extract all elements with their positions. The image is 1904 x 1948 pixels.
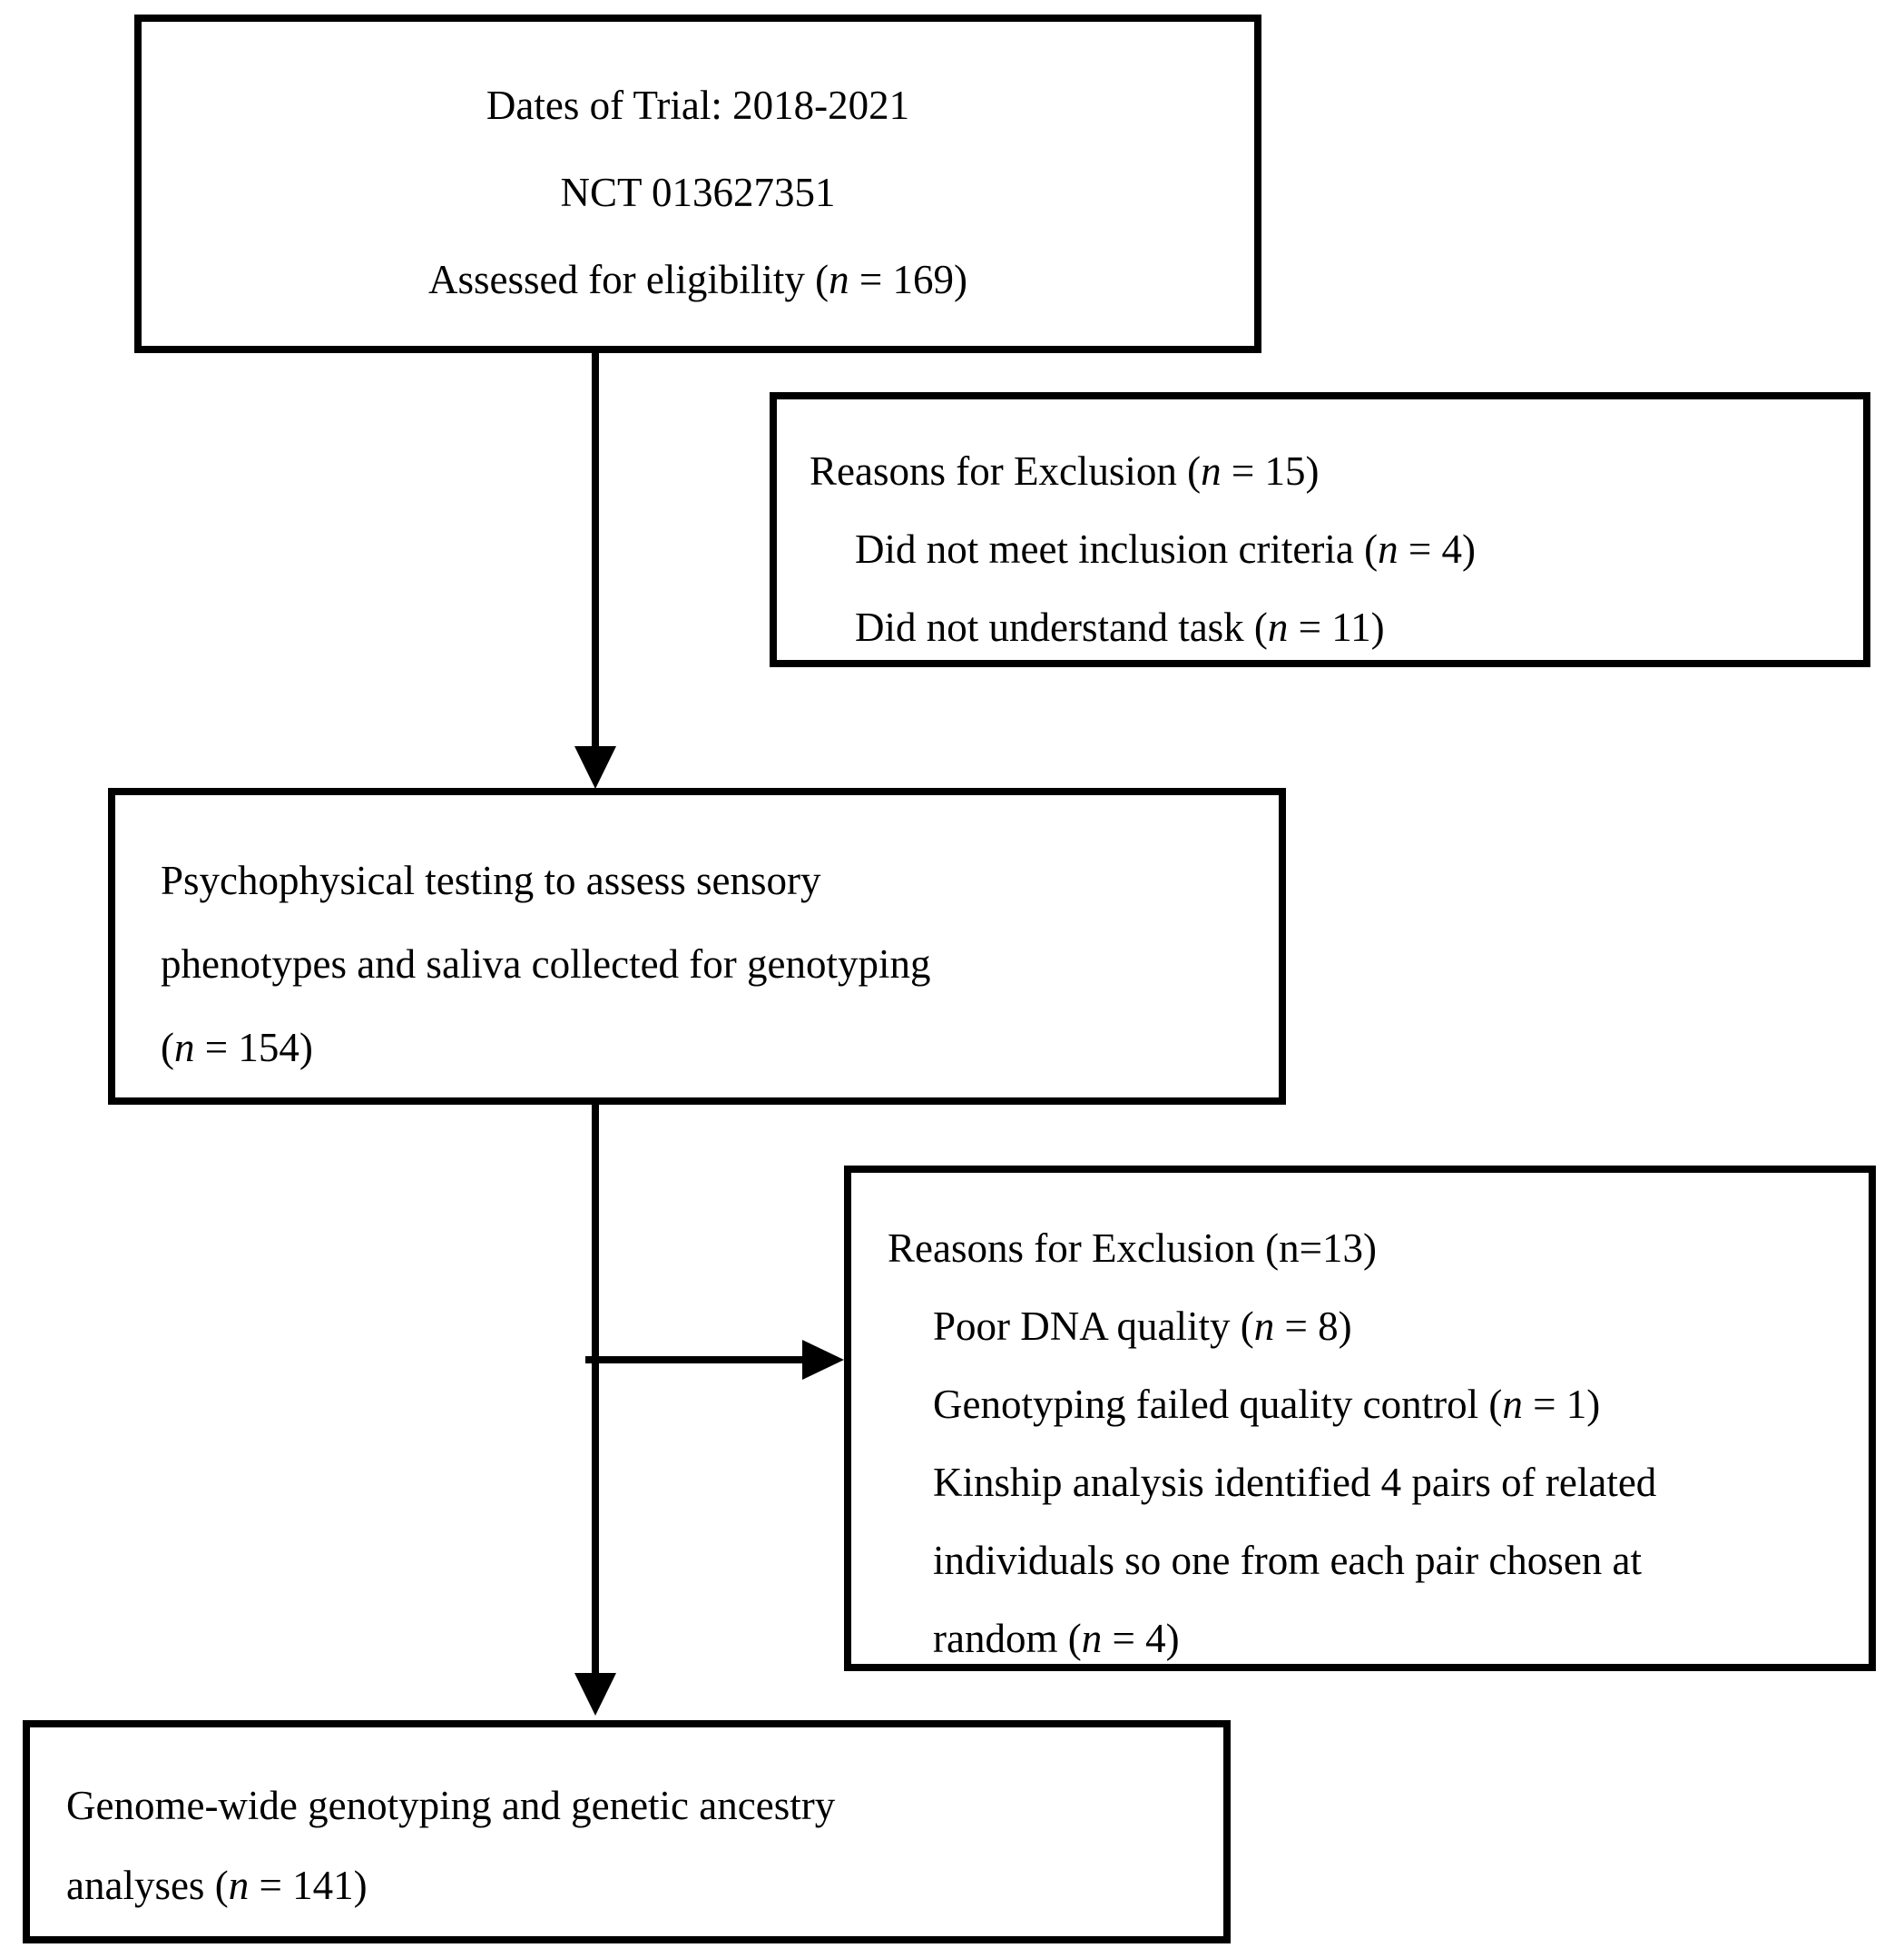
text-segment: Did not understand task ( (855, 605, 1268, 650)
text-segment: Assessed for eligibility ( (427, 257, 829, 302)
n-symbol: n (1378, 526, 1399, 572)
analyses-line-2: analyses (n = 141) (66, 1845, 1207, 1925)
text-segment: NCT 013627351 (560, 170, 836, 215)
text-segment: Poor DNA quality ( (933, 1304, 1254, 1349)
text-segment: Reasons for Exclusion ( (810, 448, 1202, 494)
text-segment: phenotypes and saliva collected for geno… (161, 941, 931, 987)
analyses-line-1: Genome-wide genotyping and genetic ances… (66, 1766, 1207, 1845)
testing-line-2: phenotypes and saliva collected for geno… (161, 922, 1262, 1006)
text-segment: Kinship analysis identified 4 pairs of r… (933, 1460, 1657, 1505)
text-segment: Did not meet inclusion criteria ( (855, 526, 1379, 572)
arrow-testing-to-analyses-head (574, 1673, 616, 1716)
exclusion2-item-kinship-line-2: individuals so one from each pair chosen… (888, 1521, 1852, 1599)
exclusion2-heading: Reasons for Exclusion (n=13) (888, 1209, 1852, 1287)
n-symbol: n (1081, 1616, 1103, 1661)
arrow-testing-to-analyses-shaft (592, 1105, 599, 1675)
text-segment: = 154) (194, 1025, 313, 1070)
n-symbol: n (1502, 1382, 1523, 1427)
text-segment: Dates of Trial: 2018-2021 (486, 83, 910, 128)
nct-number-line: NCT 013627351 (142, 149, 1254, 236)
exclusion1-item-understand-task: Did not understand task (n = 11) (810, 588, 1847, 666)
assessed-for-eligibility-line: Assessed for eligibility (n = 169) (142, 236, 1254, 323)
n-symbol: n (1267, 605, 1289, 650)
exclusion2-item-genotyping-failed: Genotyping failed quality control (n = 1… (888, 1365, 1852, 1443)
text-segment: random ( (933, 1616, 1082, 1661)
text-segment: Genotyping failed quality control ( (933, 1382, 1503, 1427)
trial-dates-line: Dates of Trial: 2018-2021 (142, 62, 1254, 149)
exclusion-reasons-box-2: Reasons for Exclusion (n=13) Poor DNA qu… (844, 1166, 1876, 1671)
exclusion2-item-kinship-line-3: random (n = 4) (888, 1599, 1852, 1677)
exclusion1-heading: Reasons for Exclusion (n = 15) (810, 432, 1847, 510)
n-symbol: n (1201, 448, 1222, 494)
exclusion2-item-dna-quality: Poor DNA quality (n = 8) (888, 1287, 1852, 1365)
arrow-eligibility-to-testing-shaft (592, 346, 599, 749)
text-segment: = 11) (1288, 605, 1385, 650)
exclusion2-item-kinship-line-1: Kinship analysis identified 4 pairs of r… (888, 1443, 1852, 1521)
genotyping-analyses-box: Genome-wide genotyping and genetic ances… (23, 1720, 1231, 1943)
n-symbol: n (174, 1025, 195, 1070)
text-segment: = 8) (1274, 1304, 1352, 1349)
text-segment: = 1) (1522, 1382, 1601, 1427)
testing-n-line: (n = 154) (161, 1006, 1262, 1089)
n-symbol: n (829, 257, 849, 302)
text-segment: = 141) (249, 1863, 368, 1908)
text-segment: = 4) (1102, 1616, 1180, 1661)
n-symbol: n (1253, 1304, 1275, 1349)
arrow-eligibility-to-testing-head (574, 746, 616, 789)
arrow-branch-to-exclusion2-shaft (585, 1356, 805, 1363)
exclusion1-item-inclusion-criteria: Did not meet inclusion criteria (n = 4) (810, 510, 1847, 588)
text-segment: = 4) (1398, 526, 1476, 572)
n-symbol: n (228, 1863, 250, 1908)
text-segment: Genome-wide genotyping and genetic ances… (66, 1783, 836, 1828)
text-segment: Reasons for Exclusion (n=13) (888, 1225, 1378, 1271)
eligibility-box: Dates of Trial: 2018-2021 NCT 013627351 … (134, 15, 1261, 353)
text-segment: Psychophysical testing to assess sensory (161, 858, 821, 903)
text-segment: individuals so one from each pair chosen… (933, 1538, 1643, 1583)
text-segment: = 15) (1221, 448, 1320, 494)
testing-line-1: Psychophysical testing to assess sensory (161, 839, 1262, 922)
text-segment: ( (161, 1025, 174, 1070)
exclusion-reasons-box-1: Reasons for Exclusion (n = 15) Did not m… (770, 392, 1870, 667)
text-segment: = 169) (849, 257, 968, 302)
psychophysical-testing-box: Psychophysical testing to assess sensory… (108, 788, 1286, 1105)
text-segment: analyses ( (66, 1863, 229, 1908)
arrow-branch-to-exclusion2-head (802, 1340, 844, 1380)
